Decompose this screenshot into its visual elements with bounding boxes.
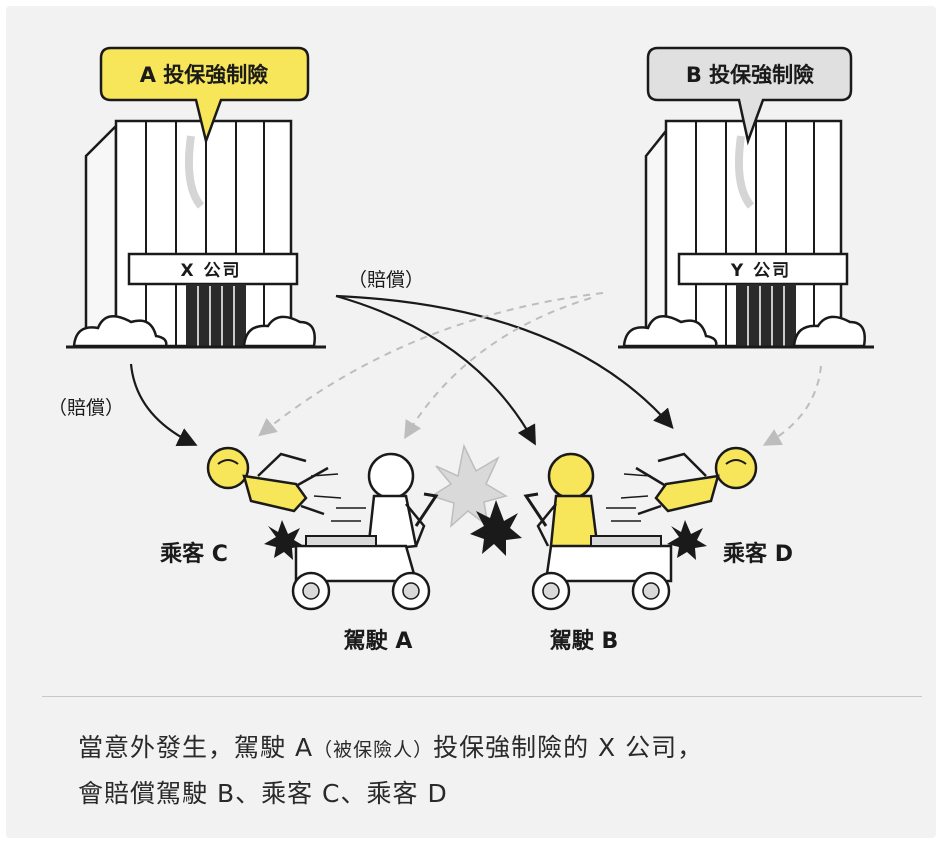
bubble-b-text: B 投保強制險 [686,63,814,87]
driver-a-label: 駕駛 A [344,629,413,654]
speech-bubble-a: A 投保強制險 [99,46,310,146]
crash-burst-icon [430,443,522,556]
shrub-icon [72,315,168,348]
driver-b-scooter [523,452,673,611]
dashed-arrow-to-driver-a [404,297,592,440]
passenger-d-figure [620,446,758,516]
driver-a-scooter [291,452,439,611]
passenger-d-label: 乘客 D [722,541,793,567]
shrub-icon [792,315,866,348]
arrow-to-passenger-d [335,294,674,429]
impact-burst-icon [264,520,707,560]
caption-line-1-start: 當意外發生，駕駛 A [78,733,314,762]
caption-line-1-end: 投保強制險的 X 公司， [433,733,704,762]
bubble-a-text: A 投保強制險 [140,63,269,87]
divider [42,696,922,697]
caption-line-2: 會賠償駕駛 B、乘客 C、乘客 D [78,779,448,808]
shrub-icon [242,315,316,348]
passenger-c-figure [206,446,342,516]
building-y-label: Y 公司 [730,261,791,281]
compensation-label-left: （賠償） [48,397,124,419]
shrub-icon [622,315,718,348]
illustration-card: X 公司 A 投保強制險 Y 公司 B 投保強 [6,6,936,838]
building-x-label: X 公司 [180,261,241,281]
arrow-to-passenger-c [129,363,198,447]
caption: 當意外發生，駕駛 A（被保險人）投保強制險的 X 公司， 會賠償駕駛 B、乘客 … [78,726,908,816]
building-x-company: X 公司 [66,119,326,349]
caption-line-1: 當意外發生，駕駛 A（被保險人）投保強制險的 X 公司， [78,726,908,772]
dashed-arrow-to-passenger-d [762,365,822,446]
compensation-arrows [129,292,822,447]
speech-bubble-b: B 投保強制險 [646,46,853,146]
dashed-arrow-to-passenger-c [258,292,604,437]
accident-diagram: X 公司 A 投保強制險 Y 公司 B 投保強 [48,46,874,654]
caption-note: （被保險人） [313,739,434,761]
driver-b-label: 駕駛 B [550,629,618,654]
compensation-label-top: （賠償） [348,269,424,291]
arrow-to-driver-b [335,294,536,446]
passenger-c-label: 乘客 C [159,541,228,567]
building-y-company: Y 公司 [618,119,874,349]
